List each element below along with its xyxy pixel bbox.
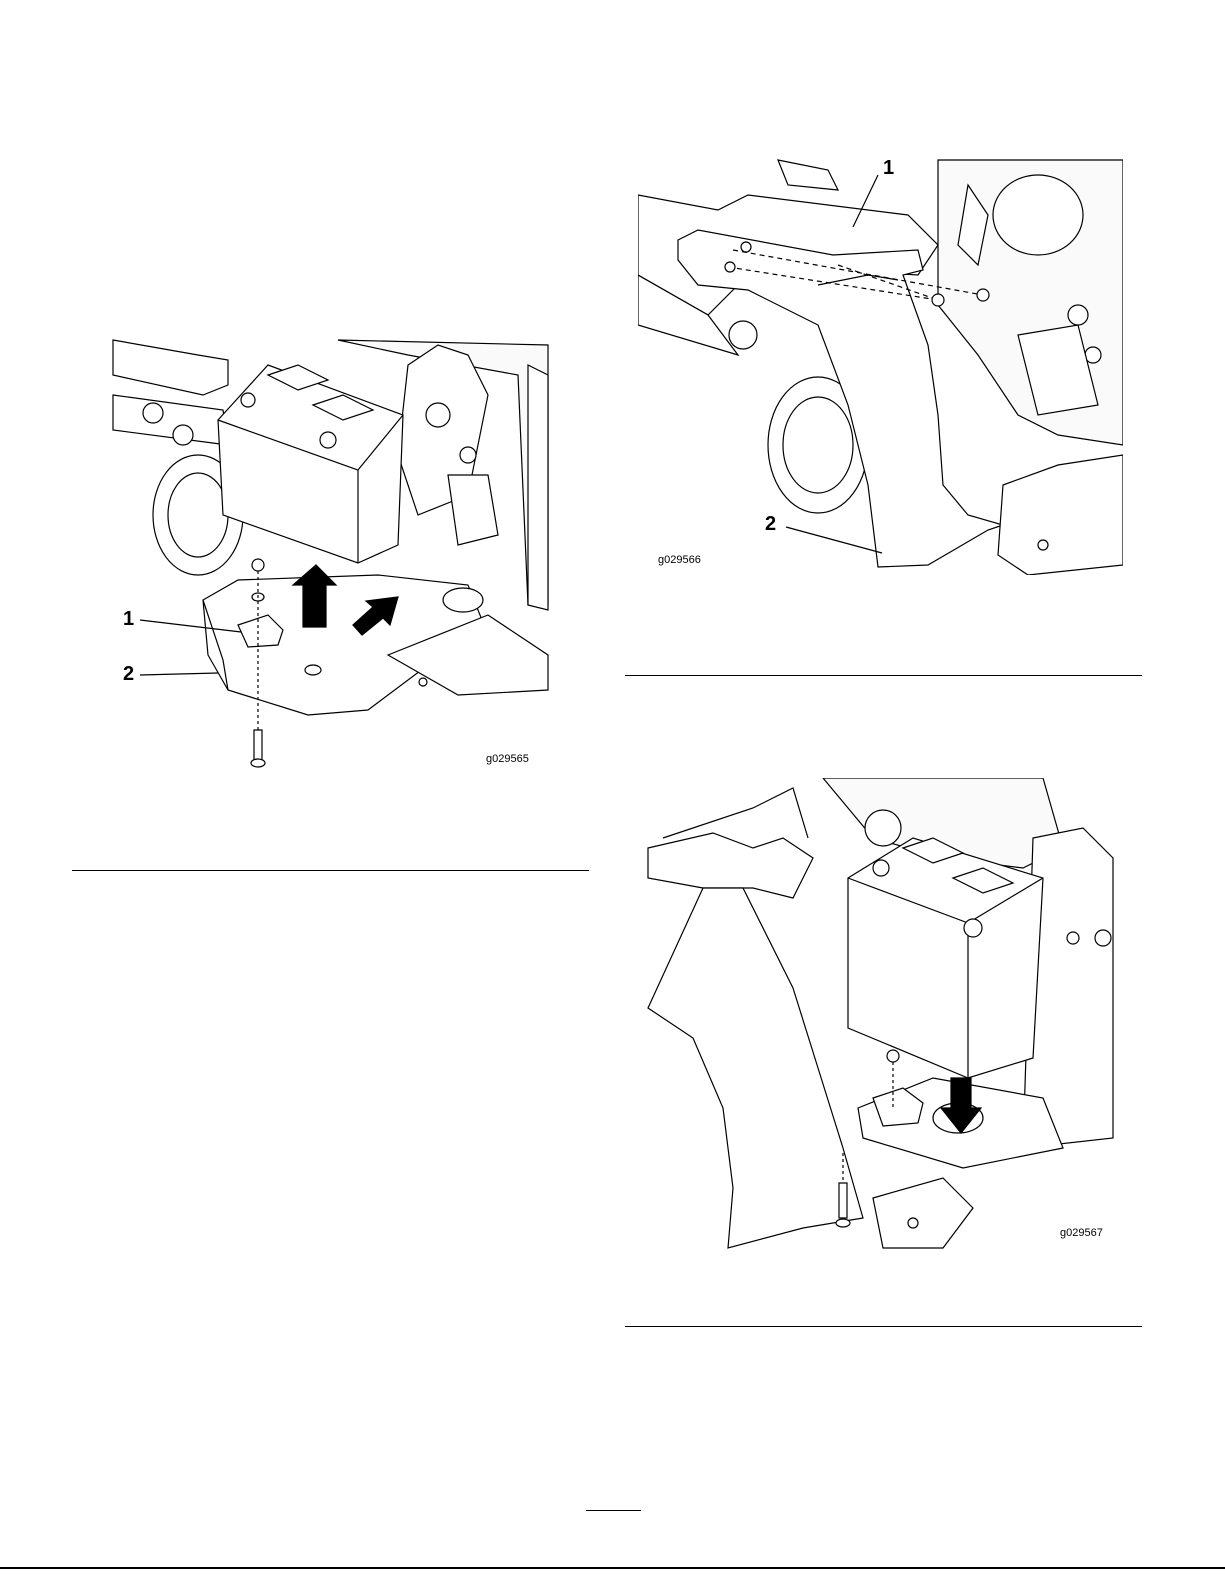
- figure-code: g029567: [1060, 1227, 1103, 1239]
- callout-2: 2: [765, 513, 776, 536]
- figure-battery-removal: 1 2 g029565: [108, 335, 558, 785]
- figure-divider: [72, 870, 589, 871]
- page-number-rule: [586, 1510, 641, 1511]
- battery-tray-illustration: [108, 335, 558, 785]
- callout-2: 2: [123, 663, 134, 686]
- footer-rule: [0, 1567, 1225, 1569]
- fender-illustration: [638, 155, 1123, 575]
- callout-1: 1: [883, 157, 894, 180]
- figure-code: g029566: [658, 554, 701, 566]
- battery-fender-illustration: [643, 778, 1123, 1253]
- figure-divider: [625, 1326, 1142, 1327]
- callout-1: 1: [123, 608, 134, 631]
- figure-divider: [625, 675, 1142, 676]
- figure-code: g029565: [486, 753, 529, 765]
- figure-battery-install: g029567: [643, 778, 1123, 1253]
- figure-fender-install: 1 2 g029566: [638, 155, 1123, 575]
